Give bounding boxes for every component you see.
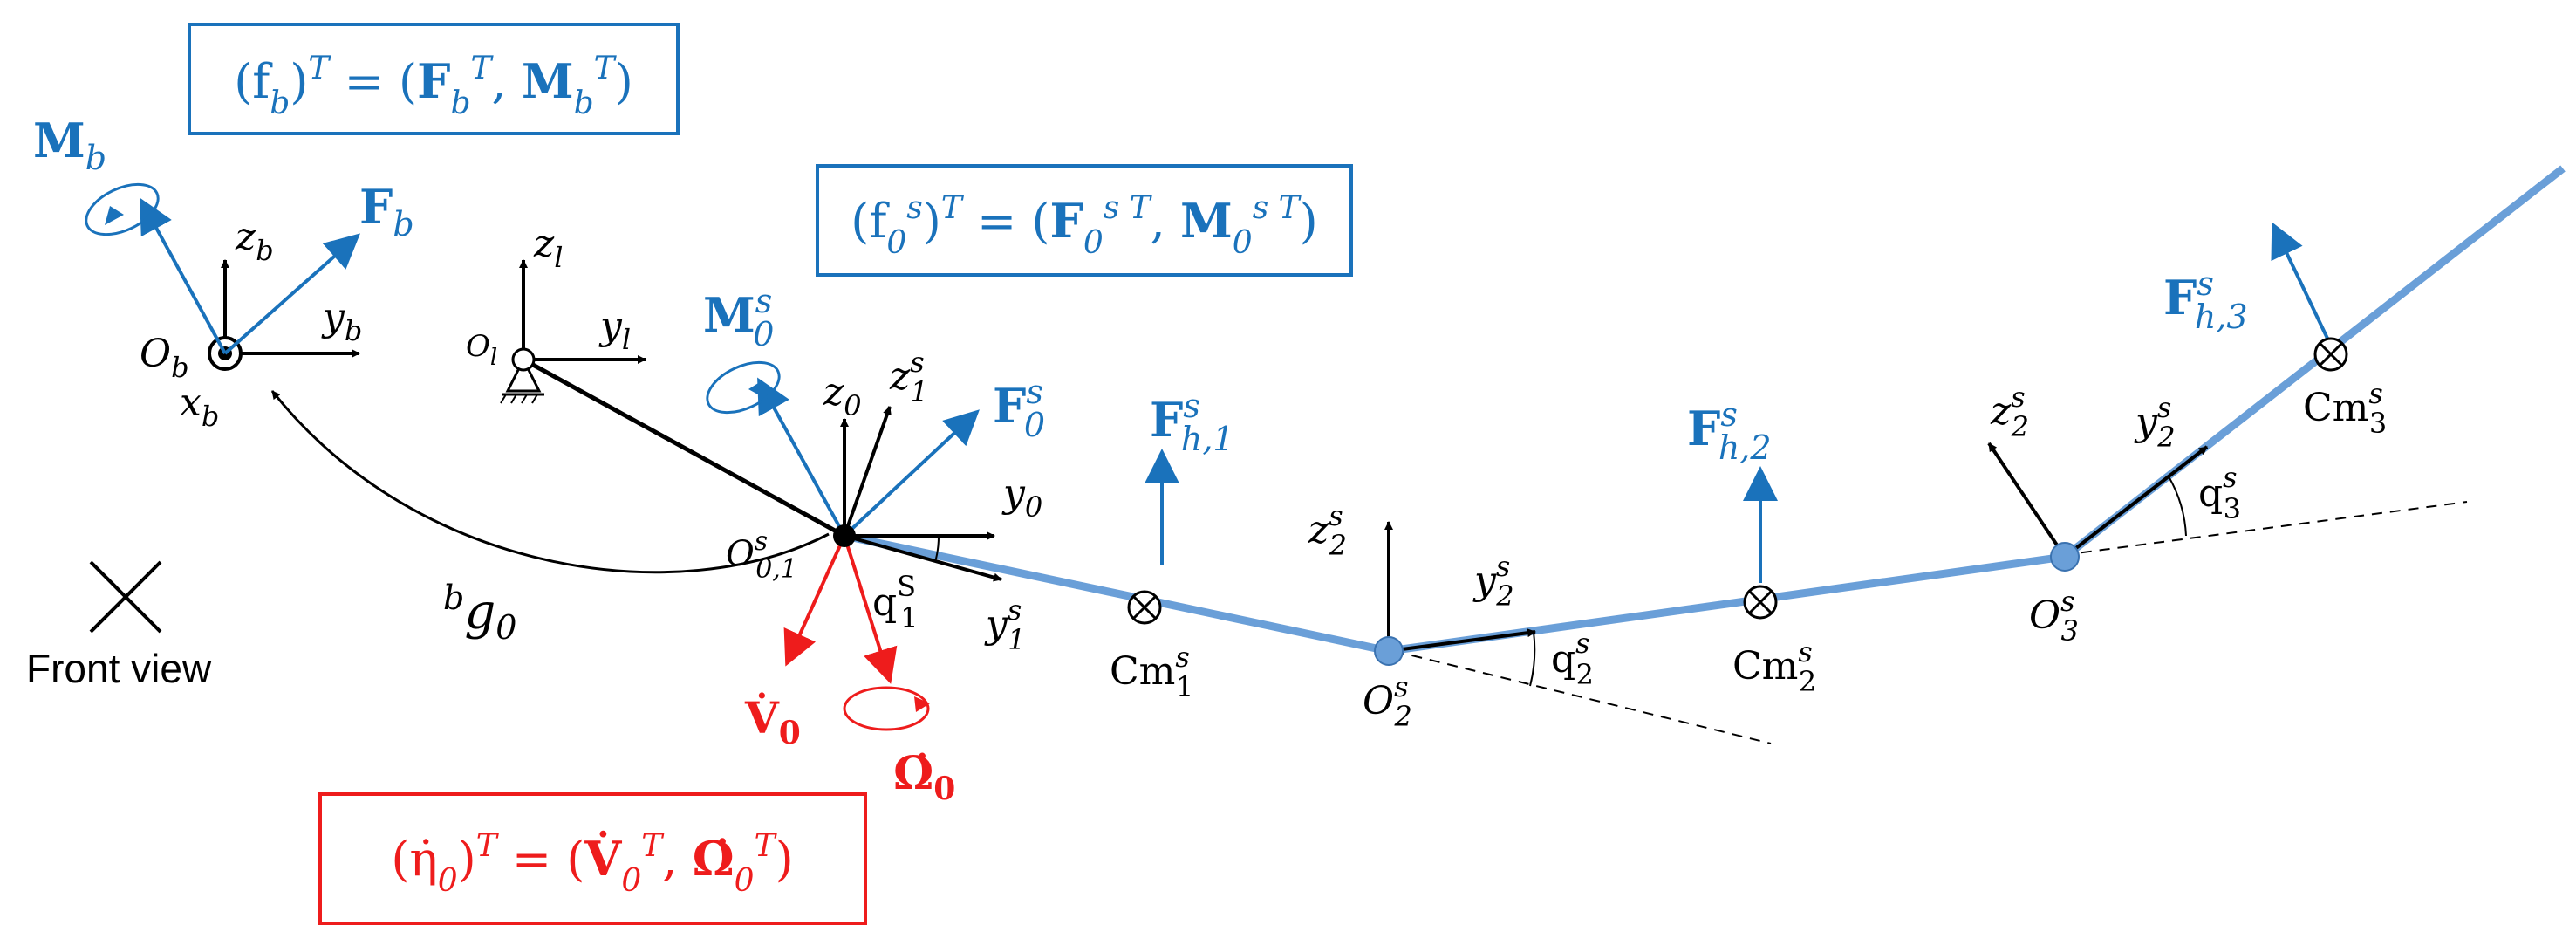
label-Fb: Fb <box>359 179 414 243</box>
front-view-label: Front view <box>26 646 212 691</box>
label-zb: zb <box>235 215 274 267</box>
label-zl: zl <box>533 222 563 274</box>
joint3-frame <box>1987 442 2209 572</box>
segment2 <box>1743 466 1778 620</box>
label-Om0dot: Ω̇0 <box>893 747 955 807</box>
label-y0: y0 <box>1001 471 1042 524</box>
label-yl: yl <box>598 304 631 356</box>
Fb-arrow <box>223 233 360 355</box>
label-z0: z0 <box>823 370 862 422</box>
F0s-arrow <box>843 409 980 538</box>
segment1 <box>1127 449 1179 625</box>
joint0-origin-icon <box>833 524 856 547</box>
label-xb: xb <box>180 380 219 433</box>
M0s-arrow <box>757 377 846 537</box>
joint2-origin-icon <box>1374 636 1404 666</box>
base-frame <box>85 182 360 371</box>
label-yb: yb <box>321 295 362 347</box>
Om0dot-arrow <box>843 535 898 684</box>
anchor-rod <box>522 357 846 538</box>
dashed-ref-line-3 <box>2062 501 2468 556</box>
joint3-origin-icon <box>2050 542 2080 572</box>
joint0-frame <box>706 360 1002 731</box>
label-bg0: bg0 <box>443 579 516 647</box>
joint0-wrench-box <box>816 164 1353 277</box>
link-chain <box>844 165 2566 655</box>
local-frame <box>500 259 646 404</box>
accel-equation: (η̇0)T = (V̇0T, Ω̇0T) <box>391 828 793 899</box>
label-Ol: Ol <box>466 329 497 371</box>
dashed-ref-line-2 <box>1393 650 1772 744</box>
V0dot-arrow <box>783 535 846 667</box>
Mb-moment-icon <box>85 182 160 236</box>
Om0dot-rotation-icon <box>843 686 930 731</box>
front-view-icon <box>89 560 162 634</box>
base-wrench-box <box>188 23 680 135</box>
segment3 <box>2271 222 2348 372</box>
joint2-frame <box>1374 521 1536 687</box>
Mb-arrow <box>140 197 227 354</box>
local-origin-icon <box>511 347 536 372</box>
accel-box <box>318 792 867 925</box>
M0s-moment-icon <box>706 360 781 415</box>
joint0-wrench-equation: (f0s)T = (F0s T, M0s T) <box>851 190 1317 261</box>
label-Mb: Mb <box>33 113 106 177</box>
bg0-transform-arrow <box>270 390 830 574</box>
base-wrench-equation: (fb)T = (FbT, MbT) <box>234 51 633 121</box>
Fh3-arrow <box>2271 222 2333 346</box>
ground-support-icon <box>505 356 542 393</box>
label-Ob: Ob <box>140 332 189 384</box>
label-V0dot: V̇0 <box>744 691 801 751</box>
